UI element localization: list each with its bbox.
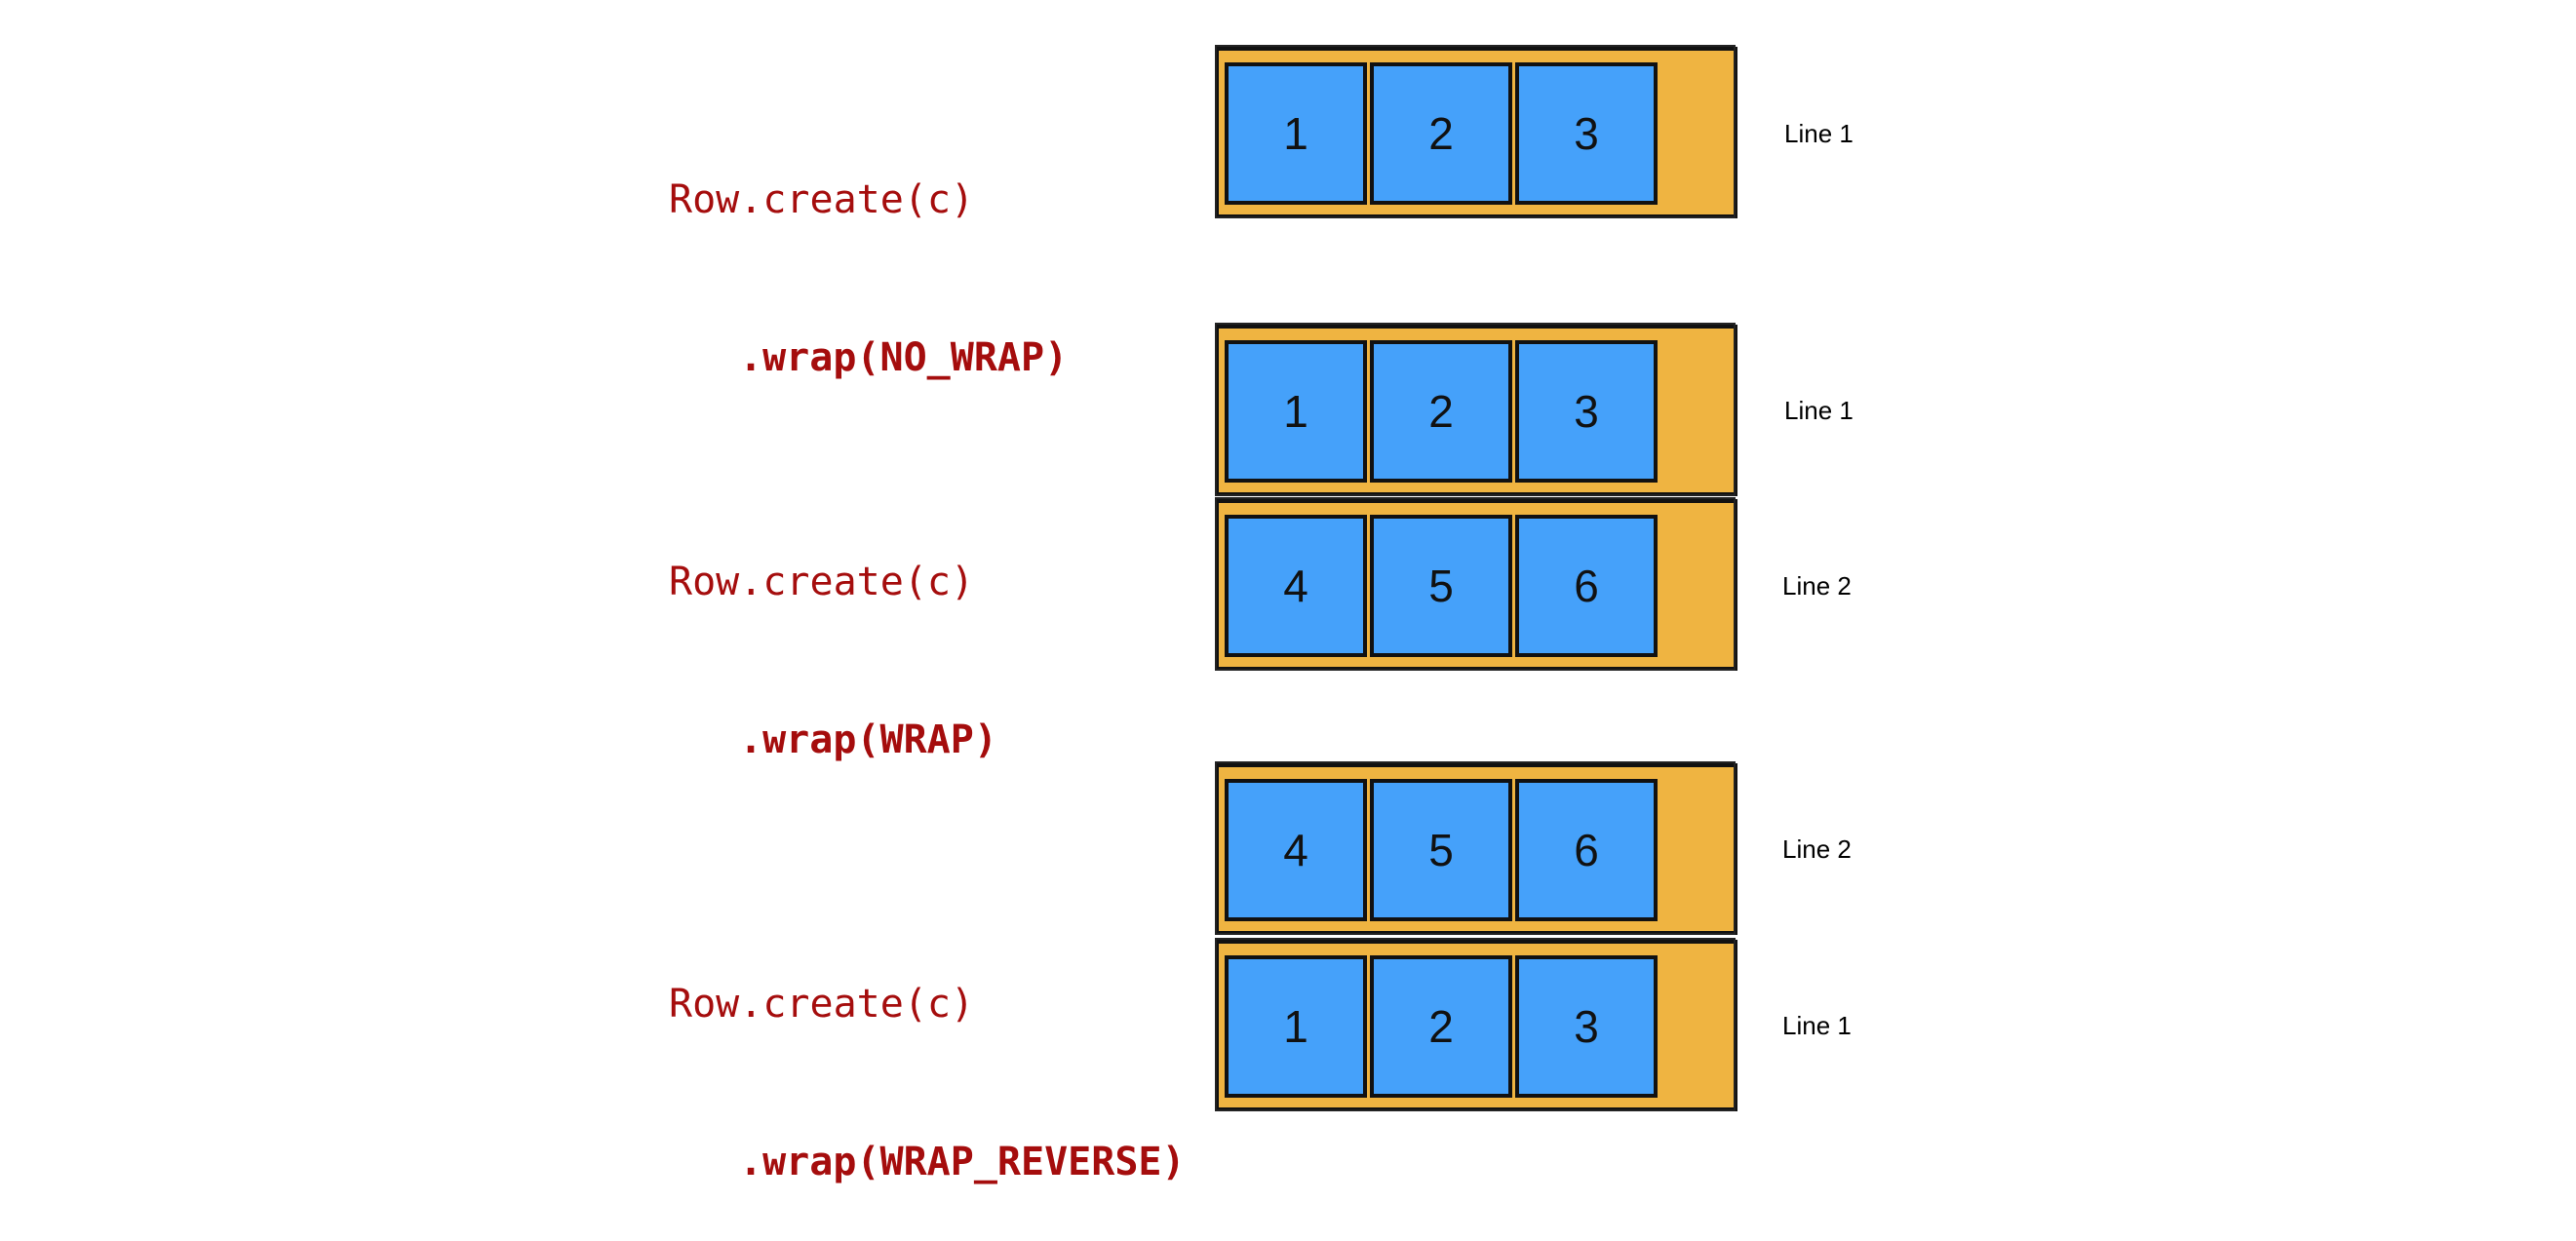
code-line-create: Row.create(c) <box>669 177 975 222</box>
flex-item: 1 <box>1225 340 1367 483</box>
flex-item: 6 <box>1515 779 1658 921</box>
code-line-wrap: .wrap(NO_WRAP) <box>739 335 1069 380</box>
row-container: 1 2 3 <box>1215 938 1737 1111</box>
code-line-create: Row.create(c) <box>669 982 975 1027</box>
row-container: 1 2 3 <box>1215 45 1737 218</box>
flex-item: 4 <box>1225 515 1367 657</box>
row-container: 4 5 6 <box>1215 761 1737 935</box>
flex-item: 3 <box>1515 340 1658 483</box>
flex-item: 4 <box>1225 779 1367 921</box>
flex-item: 5 <box>1370 779 1512 921</box>
flex-item: 5 <box>1370 515 1512 657</box>
flex-item: 2 <box>1370 955 1512 1098</box>
line-label: Line 1 <box>1782 1011 1852 1040</box>
code-line-wrap: .wrap(WRAP_REVERSE) <box>739 1140 1186 1184</box>
line-label: Line 2 <box>1782 571 1852 601</box>
line-label: Line 2 <box>1782 834 1852 864</box>
row-container: 4 5 6 <box>1215 497 1737 671</box>
code-line-create: Row.create(c) <box>669 560 975 604</box>
flex-item: 6 <box>1515 515 1658 657</box>
flex-item: 2 <box>1370 62 1512 205</box>
line-label: Line 1 <box>1784 119 1854 148</box>
code-snippet-wrap: Row.create(c) .wrap(WRAP) <box>669 450 997 819</box>
code-snippet-wrap-reverse: Row.create(c) .wrap(WRAP_REVERSE) <box>669 873 1186 1241</box>
flex-item: 2 <box>1370 340 1512 483</box>
flex-item: 3 <box>1515 62 1658 205</box>
code-snippet-no-wrap: Row.create(c) .wrap(NO_WRAP) <box>669 68 1068 437</box>
flex-item: 1 <box>1225 955 1367 1098</box>
flex-item: 1 <box>1225 62 1367 205</box>
line-label: Line 1 <box>1784 396 1854 425</box>
row-container: 1 2 3 <box>1215 323 1737 496</box>
flex-item: 3 <box>1515 955 1658 1098</box>
code-line-wrap: .wrap(WRAP) <box>739 717 997 762</box>
